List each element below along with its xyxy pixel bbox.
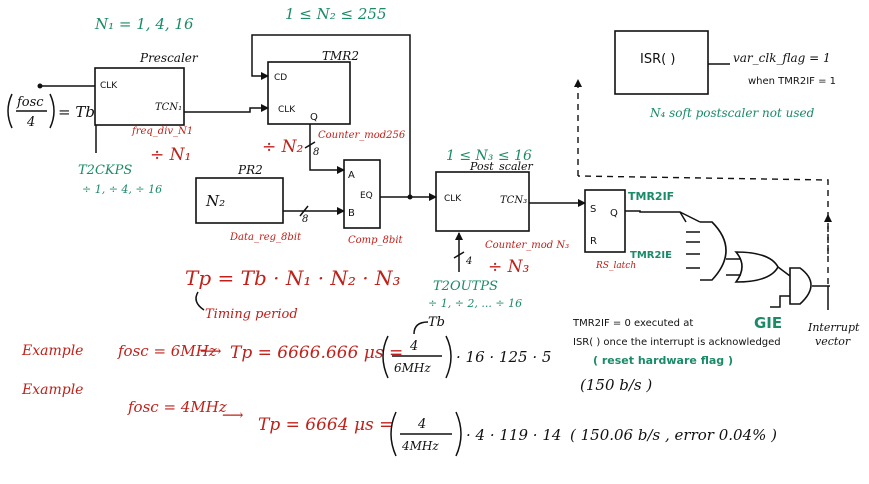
outps-label: T2OUTPS (433, 279, 498, 294)
ex1-frac-num: 4 (409, 339, 418, 354)
outps-bus-width: 4 (465, 256, 472, 267)
isr-box-label: ISR( ) (640, 52, 675, 67)
postscaler-divider: ÷ N₃ (488, 257, 530, 277)
ex1-label: Example (21, 343, 83, 359)
ex2-arrow: ⟶ (222, 406, 244, 424)
ex1-tp: Tp = 6666.666 μs = (230, 343, 403, 363)
irq-label-1: Interrupt (807, 321, 860, 334)
ex1-tail: · 16 · 125 · 5 (456, 348, 551, 366)
fosc-numerator: fosc (16, 95, 44, 110)
timing-caption-hook (195, 291, 205, 311)
tmr2-q-label: Q (310, 112, 318, 123)
rs-latch-block: S Q R (584, 189, 626, 253)
ex2-label: Example (21, 382, 83, 398)
ex2-tail: · 4 · 119 · 14 (466, 426, 561, 444)
or-gate (726, 251, 791, 283)
prescaler-freq-label: freq_div_N1 (131, 126, 193, 137)
prescaler-title: Prescaler (139, 51, 199, 65)
outps-bus-slash (453, 251, 465, 259)
ex1-tb: Tb (428, 315, 445, 330)
pr2-block: PR2 N₂ (195, 163, 284, 224)
and-gate-gie (770, 267, 830, 308)
postscaler-clk-label: CLK (444, 194, 462, 204)
isr-when-label: when TMR2IF = 1 (748, 76, 836, 87)
latch-label: RS_latch (595, 261, 636, 271)
ex2-frac-num: 4 (417, 417, 426, 432)
comp-b-label: B (348, 208, 355, 219)
tmr2-bus-width: 8 (313, 147, 319, 158)
postscaler-block: Post_scaler CLK TCN₃ (435, 160, 534, 232)
tmr2-block: TMR2 CD CLK Q (267, 49, 359, 125)
ex1-arrow: ⟶ (200, 342, 222, 360)
pr2-bus-slash (299, 205, 309, 217)
fosc-denominator: 4 (26, 115, 35, 130)
timing-caption: Timing period (205, 307, 298, 322)
tcn1-wire (184, 104, 269, 113)
n2-range: 1 ≤ N₂ ≤ 255 (285, 5, 387, 23)
fosc-expression: fosc 4 = Tb (7, 93, 95, 130)
ex2-fosc: fosc = 4MHz (127, 398, 227, 416)
reset-note-2: ISR( ) once the interrupt is acknowledge… (573, 337, 781, 348)
prescaler-clk-label: CLK (100, 81, 118, 91)
tmr2-divider: ÷ N₂ (262, 137, 304, 157)
irq-label-2: vector (815, 335, 851, 348)
clear-feedback-wire (251, 34, 411, 197)
isr-var-label: var_clk_flag = 1 (733, 51, 831, 65)
tmr2-bus-slash (304, 141, 316, 149)
isr-block: ISR( ) (614, 30, 709, 95)
example-1: Example fosc = 6MHz ⟶ Tp = 6666.666 μs =… (21, 315, 652, 394)
latch-r-label: R (590, 236, 597, 247)
tmr2-counter-label: Counter_mod256 (318, 130, 406, 141)
postscaler-title: Post_scaler (469, 160, 534, 173)
latch-q-label: Q (610, 208, 618, 219)
pr2-bus-width: 8 (302, 214, 308, 225)
outps-values: ÷ 1, ÷ 2, ... ÷ 16 (428, 297, 522, 310)
ckps-label: T2CKPS (78, 163, 132, 178)
fosc-equals-tb: = Tb (58, 103, 95, 121)
ckps-values: ÷ 1, ÷ 4, ÷ 16 (82, 183, 162, 196)
n4-note: N₄ soft postscaler not used (649, 106, 815, 120)
latch-q-wire (625, 210, 687, 223)
ex1-rate: (150 b/s ) (580, 376, 652, 394)
timing-formula: Tp = Tb · N₁ · N₂ · N₃ (185, 266, 401, 290)
postscaler-out-label: TCN₃ (500, 195, 527, 206)
and-gate-enable (679, 211, 727, 281)
reset-note-1: TMR2IF = 0 executed at (572, 318, 693, 329)
prescaler-divider: ÷ N₁ (150, 145, 191, 165)
gie-label: GIE (754, 314, 782, 332)
tmr2-clk-label: CLK (278, 105, 296, 115)
pr2-value: N₂ (205, 192, 225, 210)
tmr2ie-label: TMR2IE (630, 250, 672, 261)
ex1-fosc: fosc = 6MHz (117, 342, 217, 360)
tmr2if-label: TMR2IF (628, 190, 674, 203)
ex2-rate: ( 150.06 b/s , error 0.04% ) (570, 426, 777, 444)
example-2: Example fosc = 4MHz ⟶ Tp = 6664 μs = 4 4… (21, 382, 777, 457)
postscaler-counter-label: Counter_mod N₃ (485, 240, 569, 251)
tmr2-cd-label: CD (274, 73, 287, 83)
ex1-frac-den: 6MHz (394, 361, 431, 375)
comparator-block: A B EQ (343, 159, 381, 229)
pr2-label: Data_reg_8bit (229, 232, 302, 243)
pr2-title: PR2 (237, 163, 263, 177)
reset-note-3: ( reset hardware flag ) (593, 354, 733, 367)
prescaler-out-label: TCN₁ (155, 102, 182, 113)
comp-eq-label: EQ (360, 191, 373, 201)
comp-label: Comp_8bit (348, 235, 404, 246)
ex2-frac-den: 4MHz (401, 439, 439, 453)
n3-range: 1 ≤ N₃ ≤ 16 (446, 148, 532, 164)
latch-s-label: S (590, 204, 596, 215)
comp-a-label: A (348, 170, 355, 181)
tmr2-title: TMR2 (322, 49, 359, 63)
ex2-tp: Tp = 6664 μs = (258, 415, 393, 435)
prescaler-block: Prescaler CLK TCN₁ (94, 51, 199, 126)
tmr2-q-wire (309, 124, 345, 174)
n1-values: N₁ = 1, 4, 16 (94, 15, 194, 33)
